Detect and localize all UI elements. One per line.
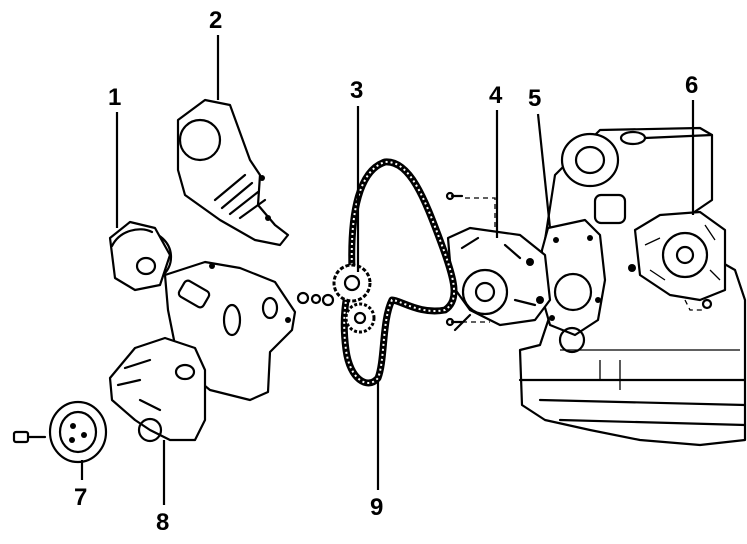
callout-9: 9 xyxy=(370,494,383,521)
callout-6: 6 xyxy=(685,72,698,99)
water-pump xyxy=(445,191,552,332)
callout-labels: 1 2 3 4 5 6 7 8 9 xyxy=(74,7,698,536)
crankshaft-pulley xyxy=(12,400,108,464)
callout-3: 3 xyxy=(350,77,363,104)
upper-timing-cover xyxy=(176,98,290,247)
lower-timing-cover xyxy=(108,336,207,443)
callout-4: 4 xyxy=(489,82,503,109)
leader-lines xyxy=(80,35,695,505)
leader-5 xyxy=(536,113,552,229)
camshaft-sprocket xyxy=(296,263,376,334)
callout-2: 2 xyxy=(209,7,222,34)
callout-8: 8 xyxy=(156,509,169,536)
timing-belt xyxy=(340,158,458,387)
callout-1: 1 xyxy=(108,84,121,111)
callout-7: 7 xyxy=(74,484,87,511)
engine-block xyxy=(518,126,747,447)
idler-pulley xyxy=(108,220,173,292)
callout-5: 5 xyxy=(528,85,541,112)
gasket xyxy=(538,218,607,354)
